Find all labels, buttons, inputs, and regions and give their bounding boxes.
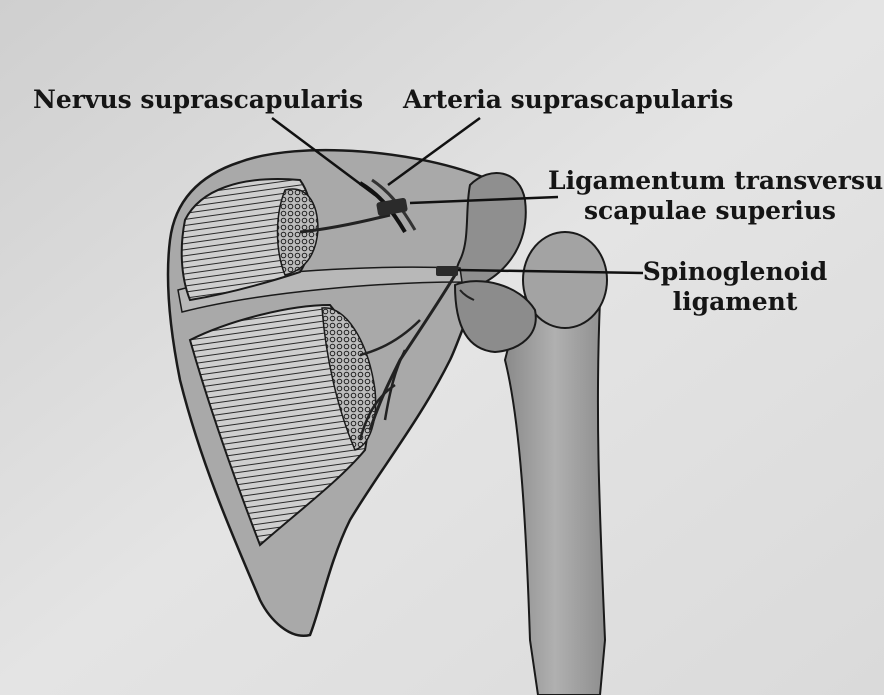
label-spinoglenoid-line1: Spinoglenoid xyxy=(640,257,830,287)
label-nervus-suprascapularis: Nervus suprascapularis xyxy=(33,85,363,115)
spinoglenoid-ligament-mark xyxy=(436,266,458,276)
label-spinoglenoid-ligament: Spinoglenoid ligament xyxy=(640,257,830,317)
label-ligamentum-transversum: Ligamentum transversum scapulae superius xyxy=(548,166,872,226)
label-spinoglenoid-line2: ligament xyxy=(640,287,830,317)
label-arteria-suprascapularis: Arteria suprascapularis xyxy=(403,85,733,115)
label-ligamentum-line2: scapulae superius xyxy=(548,196,872,226)
label-ligamentum-line1: Ligamentum transversum xyxy=(548,166,872,196)
